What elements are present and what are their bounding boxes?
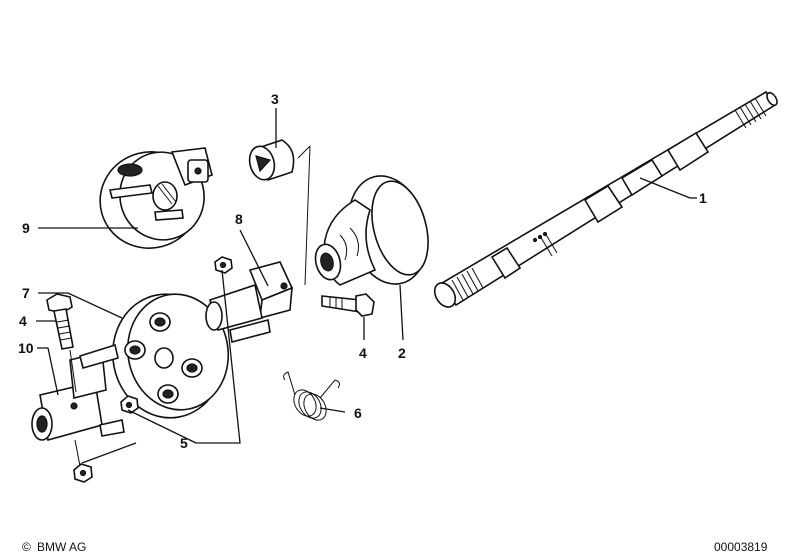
leader-lines	[36, 108, 697, 464]
joint-flange	[99, 147, 213, 249]
alignment-lines	[69, 145, 311, 467]
footer: © BMW AG 00003819	[22, 540, 768, 554]
callout-10: 10	[18, 340, 34, 356]
callout-6: 6	[354, 405, 362, 421]
callout-9: 9	[22, 220, 30, 236]
steering-shaft	[433, 90, 778, 308]
flex-disc	[111, 293, 230, 419]
bolt-right	[321, 293, 375, 317]
copyright-icon: ©	[22, 540, 31, 554]
callout-8: 8	[235, 211, 243, 227]
rubber-boot	[314, 175, 429, 286]
callout-3: 3	[271, 91, 279, 107]
callout-7: 7	[22, 285, 30, 301]
bushing	[248, 139, 295, 182]
callout-4-left: 4	[19, 313, 27, 329]
footer-company: BMW AG	[37, 540, 86, 554]
callout-labels: 1 2 3 4 4 5 6 7 8 9 10	[18, 91, 707, 451]
clamp-yoke	[205, 261, 294, 343]
spring	[283, 371, 340, 421]
callout-5: 5	[180, 435, 188, 451]
nuts	[73, 256, 233, 483]
callout-4-right: 4	[359, 345, 367, 361]
callout-2: 2	[398, 345, 406, 361]
footer-diagram-id: 00003819	[714, 540, 768, 554]
callout-1: 1	[699, 190, 707, 206]
lower-yoke	[31, 343, 125, 442]
bolt-left	[46, 293, 74, 350]
